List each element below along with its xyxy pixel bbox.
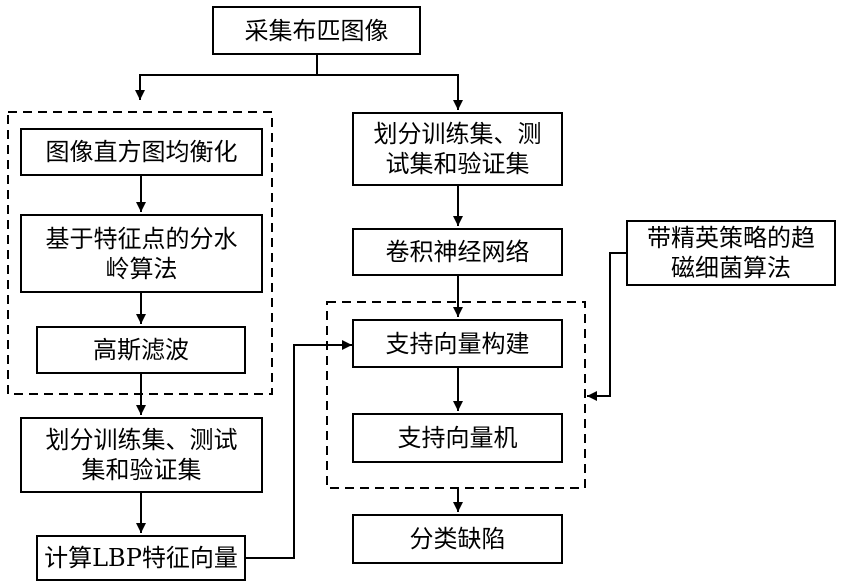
node-split-dataset-left: 划分训练集、测试 集和验证集 [20, 417, 263, 493]
node-svm: 支持向量机 [352, 413, 563, 463]
edge-collect-right [317, 75, 458, 110]
node-magnetotactic-bacteria-algorithm: 带精英策略的趋 磁细菌算法 [626, 220, 836, 286]
node-cnn: 卷积神经网络 [352, 228, 563, 276]
node-gaussian-filter: 高斯滤波 [36, 326, 246, 374]
node-histogram-equalization: 图像直方图均衡化 [20, 128, 263, 176]
edge-bfo-svm [587, 253, 626, 396]
node-compute-lbp: 计算LBP特征向量 [36, 535, 246, 581]
node-svm-construction: 支持向量构建 [352, 319, 563, 368]
node-collect-images: 采集布匹图像 [212, 6, 421, 55]
edge-collect-split [140, 55, 317, 100]
node-watershed-algorithm: 基于特征点的分水 岭算法 [20, 214, 263, 293]
node-classify-defects: 分类缺陷 [352, 514, 563, 564]
node-split-dataset-right: 划分训练集、测 试集和验证集 [352, 112, 563, 186]
